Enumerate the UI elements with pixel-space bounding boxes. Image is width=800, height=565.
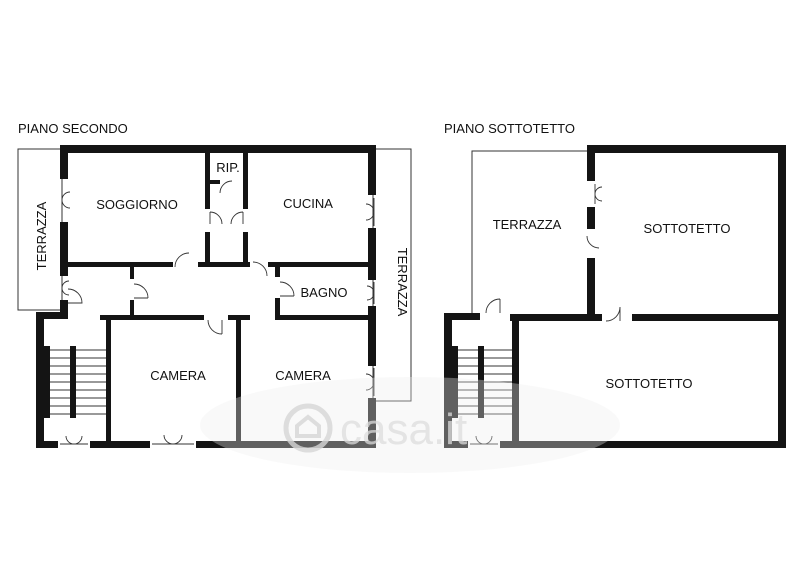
room-label-sottotetto-bottom: SOTTOTETTO: [606, 376, 693, 391]
wall-rip-right: [243, 153, 248, 209]
door-stair: [67, 288, 83, 304]
wall-bottom-2a: [444, 441, 468, 448]
window-camera-left: [152, 434, 194, 445]
wall-right-c: [368, 306, 376, 366]
window-cucina: [365, 198, 375, 226]
wall-stair-top: [36, 312, 68, 319]
wall-top: [60, 145, 376, 153]
watermark: casa.it: [200, 377, 620, 473]
door-bagno: [279, 281, 295, 297]
wall-sottotetto-left-b: [587, 207, 595, 229]
wall-camera-top-a: [100, 315, 204, 320]
staircase-right: [452, 346, 512, 418]
window-bagno: [366, 282, 375, 304]
door-rip-inner: [219, 180, 233, 194]
wall-sottotetto-top: [587, 145, 786, 153]
wall-bottom-c: [196, 441, 376, 448]
room-label-camera-right: CAMERA: [275, 368, 331, 383]
wall-right-d: [368, 398, 376, 448]
wall-sottotetto-right: [778, 145, 786, 448]
door-sottotetto-bottom: [605, 306, 621, 322]
floor-plan-piano-sottotetto: PIANO SOTTOTETTO TERRAZZA SOTTOTET: [444, 121, 786, 448]
window-stair: [60, 435, 88, 445]
wall-stub-a: [130, 267, 134, 279]
wall-camera-top-b: [228, 315, 250, 320]
stair-steps-d: [484, 349, 512, 415]
wall-rip-bottom: [198, 262, 250, 267]
wall-left-a: [60, 145, 68, 179]
window-soggiorno: [61, 183, 71, 218]
wall-stair-right-2: [512, 314, 519, 448]
door-terrazza: [485, 298, 501, 314]
wall-sottotetto-mid-a: [510, 314, 602, 321]
door-corridor: [133, 283, 149, 299]
wall-stub-b: [130, 300, 134, 315]
wall-stair-top-2: [444, 313, 480, 320]
house-logo-icon: [283, 403, 333, 453]
stair-steps-a: [50, 349, 70, 415]
wall-bagno-left-b: [275, 298, 280, 320]
wall-rip-mid: [210, 180, 220, 184]
room-label-cucina: CUCINA: [283, 196, 333, 211]
stair-steps-c: [458, 349, 478, 415]
door-camera-left: [207, 319, 223, 335]
wall-bottom-a: [36, 441, 58, 448]
stair-rail-a: [44, 346, 50, 418]
room-label-soggiorno: SOGGIORNO: [96, 197, 178, 212]
window-sottotetto-top: [594, 184, 603, 204]
wall-rip-right-b: [243, 232, 248, 267]
wall-sottotetto-mid-b: [632, 314, 782, 321]
door-rip-right: [230, 211, 244, 225]
floor-title-piano-sottotetto: PIANO SOTTOTETTO: [444, 121, 575, 136]
wall-bagno-bottom: [275, 315, 368, 320]
wall-stair-left: [36, 312, 44, 448]
window-camera-right: [365, 368, 375, 396]
wall-bagno-left-a: [275, 267, 280, 277]
wall-right-b: [368, 228, 376, 280]
staircase-left: [44, 346, 106, 418]
wall-stair-left-2: [444, 313, 452, 448]
stair-rail-b: [70, 346, 76, 418]
room-label-camera-left: CAMERA: [150, 368, 206, 383]
stair-steps-b: [76, 349, 106, 415]
window-corridor-left: [61, 278, 70, 298]
wall-cucina-bottom: [268, 262, 368, 267]
room-label-sottotetto-top: SOTTOTETTO: [644, 221, 731, 236]
wall-bottom-b: [90, 441, 150, 448]
room-label-terrazza-left: TERRAZZA: [34, 201, 49, 270]
stair-rail-d: [478, 346, 484, 418]
wall-soggiorno-bottom: [68, 262, 173, 267]
room-label-bagno: BAGNO: [301, 285, 348, 300]
room-label-terrazza-right: TERRAZZA: [395, 248, 410, 317]
wall-rip-left: [205, 153, 210, 209]
room-label-terrazza-top: TERRAZZA: [493, 217, 562, 232]
wall-rip-left-b: [205, 232, 210, 267]
terrazza-top-outline: [471, 150, 591, 313]
wall-camera-left-divider: [106, 315, 111, 448]
wall-camera-middle-divider: [236, 320, 241, 441]
wall-sottotetto-left-a: [587, 145, 595, 181]
door-soggiorno: [174, 252, 190, 268]
wall-right-a: [368, 145, 376, 195]
watermark-text: casa.it: [340, 405, 467, 454]
door-sottotetto-top: [586, 235, 600, 249]
window-stair-2: [470, 435, 498, 445]
floor-plan-piano-secondo: PIANO SECONDO: [17, 121, 412, 448]
wall-sottotetto-left-c: [587, 258, 595, 320]
door-cucina: [252, 261, 268, 277]
room-label-rip: RIP.: [216, 160, 240, 175]
wall-bottom-2b: [500, 441, 786, 448]
door-rip-left: [209, 211, 223, 225]
stair-rail-c: [452, 346, 458, 418]
wall-left-c: [60, 300, 68, 318]
floor-title-piano-secondo: PIANO SECONDO: [18, 121, 128, 136]
wall-left-b: [60, 222, 68, 276]
